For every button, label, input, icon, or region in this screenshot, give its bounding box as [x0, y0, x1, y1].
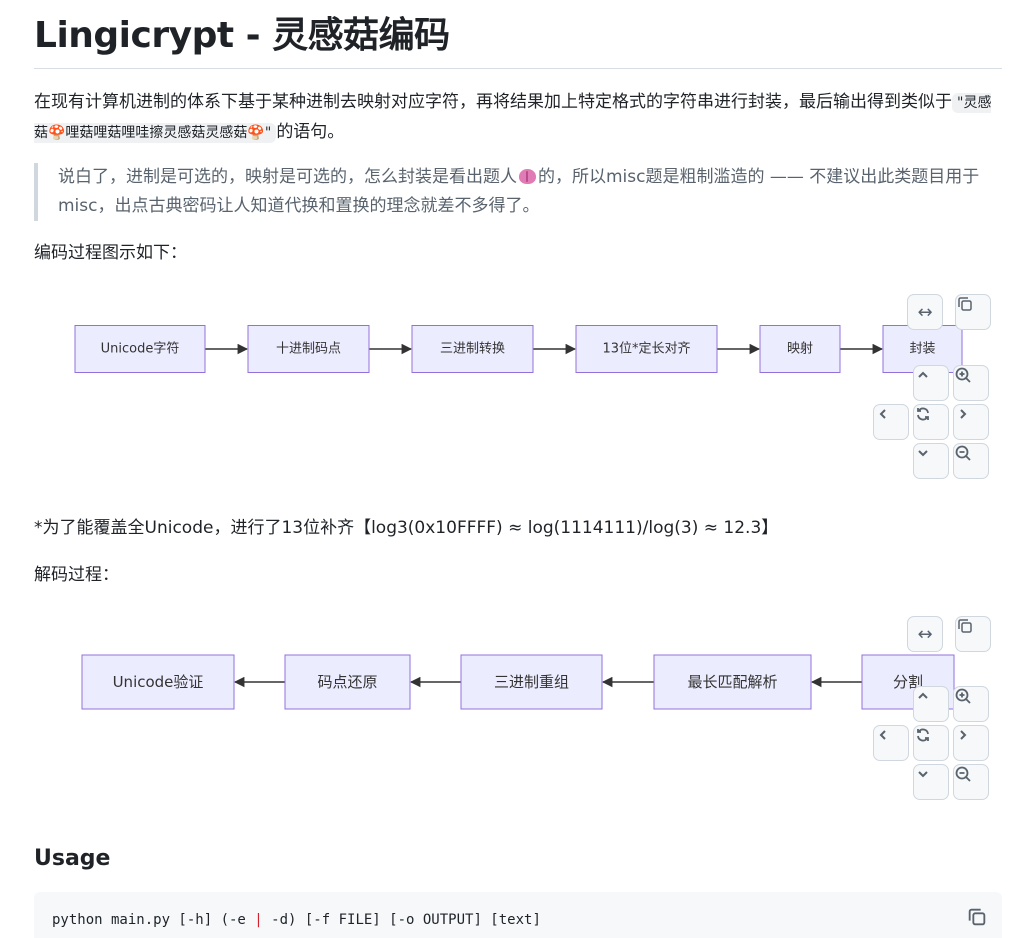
reset-view-button[interactable] [913, 725, 949, 761]
chevron-right-icon [960, 730, 967, 740]
pan-down-button[interactable] [913, 764, 949, 800]
pan-up-button[interactable] [913, 686, 949, 722]
decode-node-label: 码点还原 [317, 673, 377, 691]
encode-node: Unicode字符 [74, 325, 206, 373]
code-block: python main.py [-h] (-e | -d) [-f FILE] … [34, 892, 1002, 938]
pan-down-button[interactable] [913, 443, 949, 479]
fit-width-button[interactable]: ↔ [907, 294, 943, 330]
decode-node: 码点还原 [284, 654, 411, 710]
encode-node-box [247, 325, 370, 373]
blockquote: 说白了，进制是可选的，映射是可选的，怎么封装是看出题人的，所以misc题是粗制滥… [34, 163, 994, 221]
encode-flowchart: Unicode字符 十进制码点 三进制转换 13位*定长对齐 映射 封装 [74, 325, 963, 373]
pan-right-button[interactable] [953, 725, 989, 761]
decode-node-label: Unicode验证 [113, 673, 204, 691]
encode-node-label: 映射 [787, 341, 813, 357]
zoom-in-button[interactable] [953, 365, 989, 401]
zoom-out-icon [955, 445, 971, 461]
encode-node-label: 三进制转换 [440, 342, 505, 357]
decode-node-box [460, 654, 603, 710]
quote-text-end: 的，所以misc题是粗制滥造的 —— 不建议出此类题目用于misc，出点古典密码… [58, 167, 980, 216]
decode-node-box [284, 654, 411, 710]
pan-left-button[interactable] [873, 725, 909, 761]
encode-node-label: 十进制码点 [276, 342, 341, 357]
decode-node-box [81, 654, 235, 710]
encode-node-box [575, 325, 718, 373]
fit-width-icon: ↔ [917, 623, 933, 645]
code-text-end: -d) [-f FILE] [-o OUTPUT] [text] [262, 912, 541, 928]
chevron-up-icon [918, 371, 928, 378]
brain-emoji-icon [519, 169, 536, 184]
decode-node: Unicode验证 [81, 654, 235, 710]
zoom-out-button[interactable] [953, 764, 989, 800]
title-divider [34, 68, 1002, 69]
fit-width-icon: ↔ [917, 301, 933, 323]
encode-node-box [411, 325, 534, 373]
encode-node: 映射 [759, 325, 841, 373]
encode-node: 三进制转换 [411, 325, 534, 373]
encode-node: 封装 [882, 325, 963, 373]
reset-icon [917, 407, 929, 421]
decode-node-label: 三进制重组 [494, 673, 569, 691]
decode-node-box [653, 654, 812, 710]
chevron-left-icon [879, 409, 886, 419]
copy-diagram-button[interactable] [955, 616, 991, 652]
pan-up-button[interactable] [913, 365, 949, 401]
unicode-note: *为了能覆盖全Unicode，进行了13位补齐【log3(0x10FFFF) ≈… [34, 518, 779, 538]
encode-node-box [882, 325, 963, 373]
decode-flowchart: Unicode验证码点还原三进制重组最长匹配解析分割 [81, 654, 955, 710]
zoom-in-icon [955, 688, 971, 704]
decode-heading: 解码过程： [34, 565, 119, 585]
encode-heading: 编码过程图示如下： [34, 243, 187, 263]
encode-node: 13位*定长对齐 [575, 325, 718, 373]
chevron-up-icon [918, 692, 928, 699]
zoom-out-button[interactable] [953, 443, 989, 479]
code-pipe: | [254, 912, 263, 928]
reset-icon [917, 728, 929, 742]
encode-node: 十进制码点 [247, 325, 370, 373]
fit-width-button[interactable]: ↔ [907, 616, 943, 652]
pan-left-button[interactable] [873, 404, 909, 440]
quote-text: 说白了，进制是可选的，映射是可选的，怎么封装是看出题人 [58, 167, 517, 187]
encode-node-label: 封装 [909, 342, 935, 357]
chevron-down-icon [918, 450, 928, 457]
copy-icon [958, 619, 972, 633]
pan-right-button[interactable] [953, 404, 989, 440]
chevron-right-icon [960, 409, 967, 419]
decode-diagram: Unicode验证码点还原三进制重组最长匹配解析分割 ↔ [34, 612, 1002, 812]
code-line: python main.py [-h] (-e | -d) [-f FILE] … [52, 912, 541, 928]
zoom-in-icon [955, 367, 971, 383]
chevron-down-icon [918, 771, 928, 778]
decode-node: 最长匹配解析 [653, 654, 812, 710]
decode-node-label: 最长匹配解析 [687, 673, 777, 691]
encode-node-box [74, 325, 206, 373]
encode-node-box [759, 325, 841, 373]
intro-text: 在现有计算机进制的体系下基于某种进制去映射对应字符，再将结果加上特定格式的字符串… [34, 92, 952, 112]
encode-node-label: 13位*定长对齐 [602, 341, 690, 357]
code-text: python main.py [-h] (-e [52, 912, 255, 928]
encode-diagram: Unicode字符 十进制码点 三进制转换 13位*定长对齐 映射 封装 ↔ [34, 290, 1002, 490]
copy-code-icon[interactable] [966, 906, 988, 928]
zoom-out-icon [955, 766, 971, 782]
usage-heading: Usage [34, 846, 111, 871]
decode-node: 三进制重组 [460, 654, 603, 710]
zoom-in-button[interactable] [953, 686, 989, 722]
encode-node-label: Unicode字符 [101, 341, 180, 357]
copy-icon [958, 297, 972, 311]
intro-text-end: 的语句。 [276, 122, 345, 142]
copy-diagram-button[interactable] [955, 294, 991, 330]
chevron-left-icon [879, 730, 886, 740]
reset-view-button[interactable] [913, 404, 949, 440]
intro-paragraph: 在现有计算机进制的体系下基于某种进制去映射对应字符，再将结果加上特定格式的字符串… [34, 88, 994, 148]
page-title: Lingicrypt - 灵感菇编码 [34, 15, 450, 56]
